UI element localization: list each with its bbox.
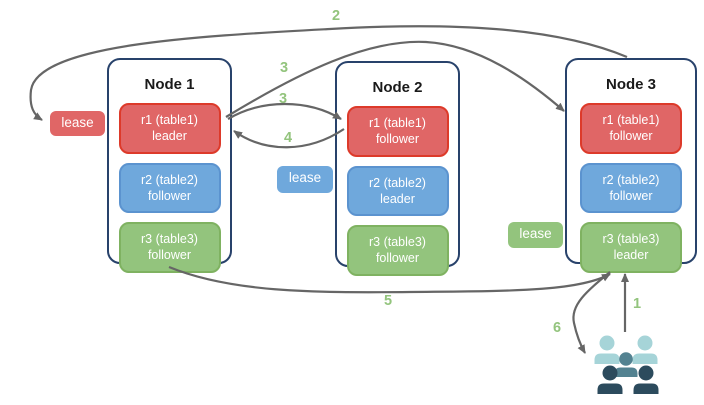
step-label-6: 6: [553, 320, 562, 336]
node1-replica-r1: r1 (table1) leader: [118, 103, 221, 154]
node-3-title: Node 3: [605, 76, 656, 93]
step-label-3b: 3: [279, 91, 288, 107]
node2-replica-r2: r2 (table2) leader: [346, 165, 449, 216]
node3-replica-r2: r2 (table2) follower: [580, 162, 682, 213]
step-label-3a: 3: [280, 60, 289, 76]
lease-badge-table1: lease: [50, 111, 105, 136]
node2-replica-r1: r1 (table1) follower: [346, 106, 449, 157]
replica-role: follower: [147, 248, 192, 263]
node-3-box: Node 3 r1 (table1) follower r2 (table2) …: [565, 58, 697, 273]
replica-name: r2 (table2): [141, 172, 198, 187]
replica-name: r3 (table3): [602, 232, 660, 246]
replica-role: follower: [147, 188, 192, 203]
step-label-2: 2: [332, 8, 341, 24]
step-label-4: 4: [284, 130, 293, 146]
replica-name: r3 (table3): [369, 235, 426, 249]
node3-replica-r3: r3 (table3) leader: [580, 222, 682, 273]
lease-badge-table2: lease: [277, 166, 333, 193]
step-label-5: 5: [384, 293, 393, 309]
replica-role: follower: [609, 129, 653, 144]
replica-name: r1 (table1): [602, 113, 660, 127]
arrow-step-6: [572, 271, 611, 354]
node3-replica-r1: r1 (table1) follower: [580, 103, 682, 154]
node1-replica-r2: r2 (table2) follower: [118, 162, 221, 213]
node-1-title: Node 1: [144, 76, 195, 93]
replica-name: r2 (table2): [602, 172, 660, 187]
replica-role: leader: [152, 129, 187, 144]
replica-role: follower: [609, 188, 653, 203]
node-1-box: Node 1 r1 (table1) leader r2 (table2) fo…: [107, 58, 232, 273]
users-group-icon: [594, 335, 659, 394]
node1-replica-r3: r3 (table3) follower: [118, 222, 221, 273]
replica-role: leader: [613, 248, 649, 263]
node2-replica-r3: r3 (table3) follower: [346, 225, 449, 276]
lease-badge-table3: lease: [508, 222, 563, 248]
node-2-box: Node 2 r1 (table1) follower r2 (table2) …: [335, 61, 460, 276]
replica-role: follower: [375, 251, 420, 266]
step-label-1: 1: [633, 296, 642, 312]
replica-name: r1 (table1): [141, 113, 198, 127]
replica-role: follower: [375, 132, 420, 147]
replica-role: leader: [380, 191, 415, 206]
replica-name: r1 (table1): [369, 116, 426, 130]
node-2-title: Node 2: [372, 79, 423, 96]
replica-name: r2 (table2): [369, 175, 426, 190]
replica-name: r3 (table3): [141, 232, 198, 246]
